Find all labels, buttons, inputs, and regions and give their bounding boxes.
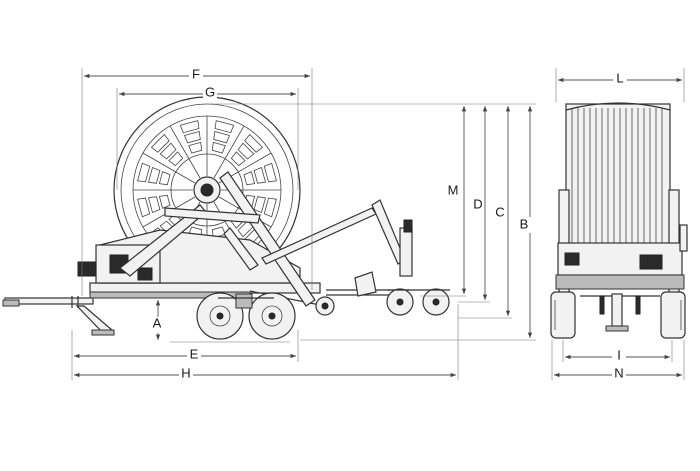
guide-roller (315, 296, 335, 316)
dim-label-l: L (616, 70, 623, 85)
dim-label-g: G (205, 84, 215, 99)
drum-slot (147, 166, 161, 184)
drum-slot (159, 142, 177, 160)
drum-ribs (571, 108, 663, 244)
dim-label-a: A (153, 315, 162, 330)
drum-slot (230, 151, 246, 167)
dimension-labels: F G A E H M D C B L I N (148, 66, 627, 382)
drum-slot (237, 142, 255, 160)
tandem-wheels (196, 292, 296, 340)
drum-slot (253, 166, 267, 184)
drum-slot (158, 171, 171, 186)
drum-slot (263, 162, 277, 183)
drum-slot (179, 120, 200, 134)
dim-label-m: M (448, 182, 459, 197)
drum-slot (147, 196, 161, 214)
drum-slot (213, 130, 231, 144)
dim-label-f: F (192, 66, 200, 81)
drum-spoke (213, 125, 245, 179)
drum-slot (168, 151, 184, 167)
dim-label-n: N (614, 365, 623, 380)
drum-slot (244, 133, 264, 153)
dim-label-i: I (617, 347, 621, 362)
dim-label-d: D (473, 196, 482, 211)
drum-slot (150, 133, 170, 153)
front-drum (565, 102, 671, 247)
side-view (2, 96, 450, 340)
drum-slot (263, 197, 277, 218)
dim-label-h: H (181, 365, 190, 380)
dim-label-e: E (190, 346, 199, 361)
drum-slot (137, 162, 151, 183)
front-wheels (550, 291, 686, 339)
drum-slot (243, 171, 256, 186)
dim-label-b: B (520, 216, 529, 231)
front-view (550, 102, 688, 339)
dim-label-c: C (495, 204, 504, 219)
drum-slot (214, 120, 235, 134)
front-frame (555, 189, 688, 332)
drum-slot (253, 196, 267, 214)
sprinkler-cart (386, 288, 450, 316)
drum-frame (77, 171, 316, 307)
drum-slot (183, 130, 201, 144)
drum-slot (137, 197, 151, 218)
hose-guide-arm (261, 199, 413, 297)
drum-slot (188, 141, 203, 154)
drum-spoke (169, 125, 201, 179)
drum-spoke (142, 152, 196, 184)
support-leg (75, 305, 115, 336)
drum-slot (211, 141, 226, 154)
drum-slot (158, 194, 171, 209)
